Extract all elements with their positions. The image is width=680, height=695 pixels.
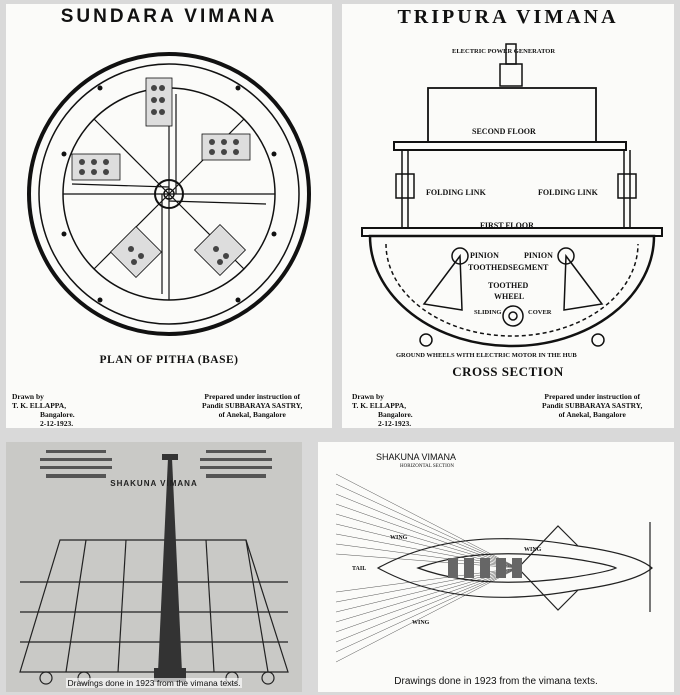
folding-link-left-label: FOLDING LINK [426, 188, 486, 197]
credit-line: Bangalore. [40, 410, 75, 419]
tripura-prepared-credit: Prepared under instruction of Pandit SUB… [542, 392, 642, 419]
credit-line: Drawn by [352, 392, 384, 401]
second-floor-label: SECOND FLOOR [472, 127, 536, 136]
credit-line: Prepared under instruction of [544, 392, 641, 401]
shakuna-horizontal-panel: SHAKUNA VIMANA HORIZONTAL SECTION WING [318, 442, 674, 692]
shakuna-left-title: SHAKUNA VIMANA [110, 479, 198, 488]
credit-line: Prepared under instruction of [204, 392, 301, 401]
wing-bottom-label: WING [412, 620, 430, 626]
wheel-label: WHEEL [494, 292, 525, 301]
folding-link-right-label: FOLDING LINK [538, 188, 598, 197]
generator-label: ELECTRIC POWER GENERATOR [452, 48, 556, 55]
credit-line: Drawn by [12, 392, 44, 401]
sundara-subtitle: PLAN OF PITHA (BASE) [99, 354, 239, 366]
toothed-segment-label: TOOTHEDSEGMENT [468, 263, 549, 272]
first-floor-label: FIRST FLOOR [480, 221, 534, 230]
credit-line: T. K. ELLAPPA, [12, 401, 67, 410]
sliding-label: SLIDING [474, 309, 502, 316]
sundara-plan-drawing [27, 52, 311, 336]
pinion-left-label: PINION [470, 251, 499, 260]
shakuna-vertical-panel: SHAKUNA VIMANA Drawings done in 1923 fro… [6, 442, 302, 692]
shakuna-left-caption: Drawings done in 1923 from the vimana te… [66, 678, 242, 688]
credit-line: 2-12-1923. [378, 419, 412, 428]
sundara-prepared-credit: Prepared under instruction of Pandit SUB… [202, 392, 302, 419]
sundara-title: SUNDARA VIMANA [60, 6, 278, 27]
shakuna-horizontal-drawing [335, 473, 653, 663]
toothed-label: TOOTHED [488, 281, 529, 290]
horizontal-section-label: HORIZONTAL SECTION [400, 464, 454, 469]
ground-wheels-label: GROUND WHEELS WITH ELECTRIC MOTOR IN THE… [396, 352, 577, 359]
credit-line: Pandit SUBBARAYA SASTRY, [542, 401, 643, 410]
credit-line: Bangalore. [378, 410, 413, 419]
tripura-drawn-credit: Drawn by T. K. ELLAPPA, Bangalore. 2-12-… [352, 392, 413, 428]
shakuna-vertical-drawing [6, 442, 302, 692]
credit-line: of Anekal, Bangalore [558, 410, 626, 419]
credit-line: T. K. ELLAPPA, [352, 401, 407, 410]
tripura-cross-section-drawing [361, 43, 663, 348]
sundara-vimana-panel: SUNDARA VIMANA [6, 4, 332, 428]
wing-top-label: WING [390, 535, 408, 541]
credit-line: of Anekal, Bangalore [218, 410, 286, 419]
tripura-vimana-panel: TRIPURA VIMANA [342, 4, 674, 428]
tripura-title: TRIPURA VIMANA [397, 6, 619, 28]
pinion-right-label: PINION [524, 251, 553, 260]
credit-line: Pandit SUBBARAYA SASTRY, [202, 401, 303, 410]
shakuna-right-caption: Drawings done in 1923 from the vimana te… [394, 676, 598, 687]
tripura-subtitle: CROSS SECTION [452, 364, 564, 379]
shakuna-right-title: SHAKUNA VIMANA [376, 452, 457, 462]
cover-label: COVER [528, 309, 552, 316]
sundara-drawn-credit: Drawn by T. K. ELLAPPA, Bangalore. 2-12-… [12, 392, 75, 428]
wing-top-right-label: WING [524, 547, 542, 553]
tail-label: TAIL [352, 566, 367, 572]
credit-line: 2-12-1923. [40, 419, 74, 428]
